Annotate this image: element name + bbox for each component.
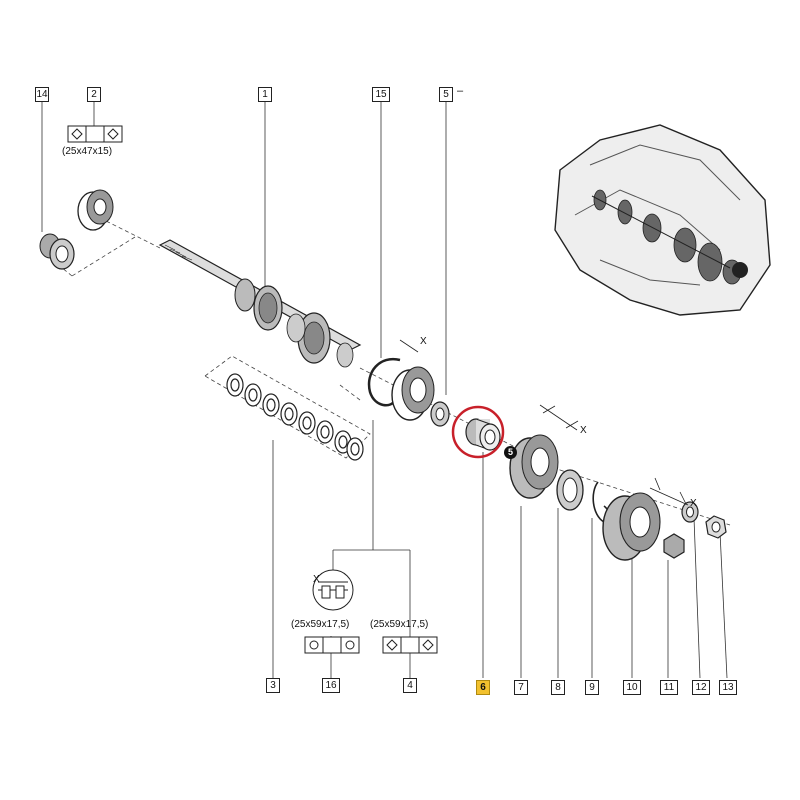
gearbox-illustration <box>554 124 771 316</box>
washer-part-5 <box>430 401 450 427</box>
nut-part-11 <box>663 533 685 559</box>
dimension-x-label: X <box>690 498 697 509</box>
callout-14[interactable]: 14 <box>35 87 49 102</box>
nut-part-13 <box>705 515 727 539</box>
detail-x-label: X <box>313 574 320 585</box>
callout-1[interactable]: 1 <box>258 87 272 102</box>
bearing-part-4 <box>391 366 435 421</box>
callout-9[interactable]: 9 <box>585 680 599 695</box>
callout-6[interactable]: 6 <box>476 680 490 695</box>
circlip-part-15 <box>367 357 401 407</box>
callout-5-suffix: – <box>457 85 464 97</box>
callout-5[interactable]: 5 <box>439 87 453 102</box>
callout-2[interactable]: 2 <box>87 87 101 102</box>
dimension-arrows <box>399 339 689 506</box>
callout-12[interactable]: 12 <box>692 680 710 695</box>
shims-part-3 <box>226 373 364 461</box>
washer-part-12 <box>681 501 699 523</box>
spacer-badge: 5 <box>504 446 517 459</box>
bearing-symbols <box>67 125 438 654</box>
roller-bearing-part-14 <box>39 233 75 270</box>
leader-lines <box>41 101 728 679</box>
dimension-x-label: X <box>420 336 427 347</box>
callout-8[interactable]: 8 <box>551 680 565 695</box>
bearing-16-dimension: (25x59x17,5) <box>291 619 350 630</box>
bearing-2-dimension: (25x47x15) <box>62 146 113 157</box>
needle-bearing-part-6 <box>465 418 501 451</box>
synchro-ring-part-8 <box>556 469 584 511</box>
hub-part-10 <box>602 492 661 561</box>
callout-10[interactable]: 10 <box>623 680 641 695</box>
bearing-4-dimension: (25x59x17,5) <box>370 619 429 630</box>
highlight-ring <box>451 405 505 459</box>
detail-circle <box>312 569 354 611</box>
bearing-part-2 <box>77 189 114 231</box>
callout-7[interactable]: 7 <box>514 680 528 695</box>
main-shaft-part-1 <box>158 239 362 368</box>
callout-3[interactable]: 3 <box>266 678 280 693</box>
gear-part-7 <box>509 434 559 499</box>
dimension-x-label: X <box>580 425 587 436</box>
callout-13[interactable]: 13 <box>719 680 737 695</box>
callout-16[interactable]: 16 <box>322 678 340 693</box>
callout-15[interactable]: 15 <box>372 87 390 102</box>
shim-set-bracket <box>204 355 371 459</box>
callout-4[interactable]: 4 <box>403 678 417 693</box>
callout-11[interactable]: 11 <box>660 680 678 695</box>
